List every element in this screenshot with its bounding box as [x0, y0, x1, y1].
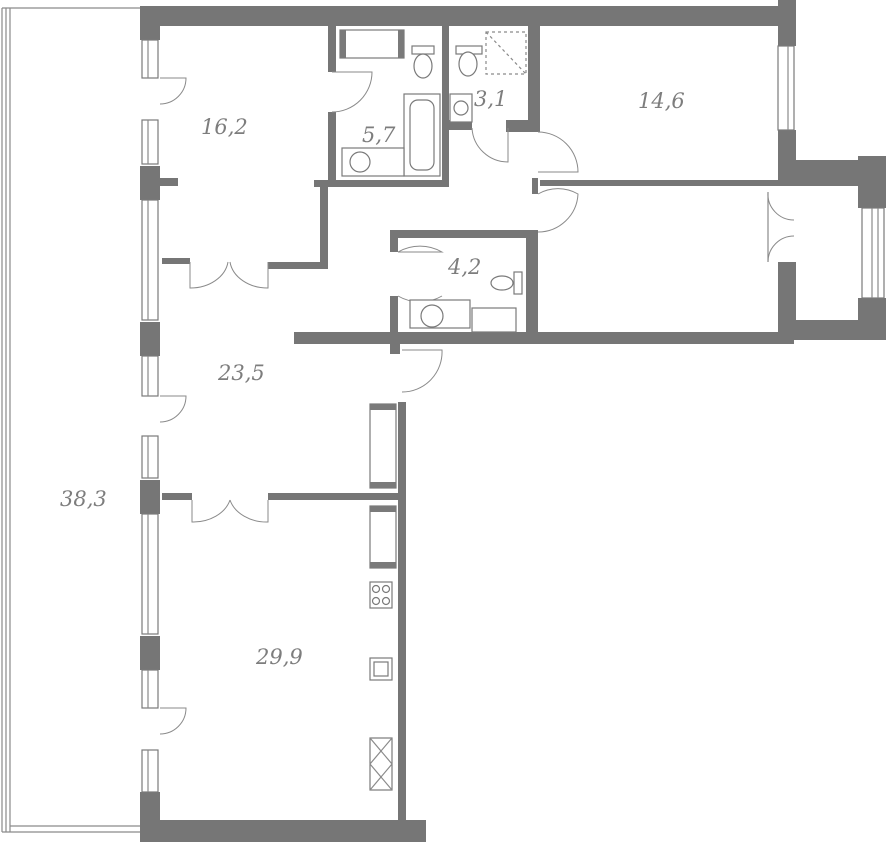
- terrace-outline: [1, 7, 140, 833]
- interior-walls: [162, 26, 780, 500]
- room-area-bedroom-1: 16,2: [201, 115, 248, 139]
- bathroom-fixtures: [339, 29, 527, 333]
- kitchen-fixtures: [369, 403, 397, 791]
- area-labels: 16,2 5,7 3,1 14,6 4,2 23,5 38,3 29,9: [60, 87, 685, 669]
- room-area-terrace: 38,3: [60, 487, 107, 511]
- room-area-hall: 23,5: [217, 361, 265, 385]
- room-area-wc: 3,1: [474, 87, 507, 111]
- room-area-bedroom-2: 14,6: [638, 89, 685, 113]
- room-area-bathroom-1: 5,7: [362, 123, 396, 147]
- doors: [159, 71, 795, 735]
- room-area-kitchen-living: 29,9: [255, 645, 303, 669]
- exterior-walls: [140, 0, 886, 842]
- windows-left: [141, 39, 159, 793]
- windows-right: [777, 45, 885, 299]
- room-area-bathroom-2: 4,2: [447, 255, 481, 279]
